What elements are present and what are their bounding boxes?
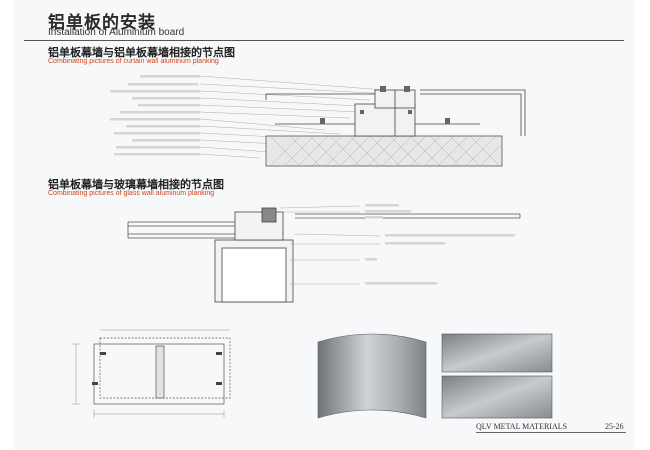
page-numbers: 25-26 [605,422,624,431]
aluminum-panel-profile [265,89,526,137]
flat-panels-photo [441,333,553,419]
title-divider [24,40,624,41]
page-title-en: Installation of Aluminium board [48,27,185,38]
panel-dimension-drawing [72,329,231,418]
callout-labels [110,75,200,156]
page-title-cn: 铝单板的安装 [48,13,156,33]
glass-callout-labels [365,204,515,285]
aluminum-mullion [214,207,294,303]
dimension-lines [72,329,230,418]
corner-brackets [92,352,222,385]
section1-title-cn: 铝单板幕墙与铝单板幕墙相接的节点图 [48,46,235,59]
concrete-hatch [269,135,503,167]
curved-panel-photo [317,333,427,419]
curtain-wall-joint-drawing [110,75,526,167]
footer-brand: QLV METAL MATERIALS [476,422,568,431]
section2-title-en: Combinating pictures of glass wall alumi… [48,190,215,197]
section2-title-cn: 铝单板幕墙与玻璃幕墙相接的节点图 [48,178,224,191]
glass-leader-lines [279,205,381,285]
footer-divider [476,432,626,433]
glass-wall-joint-drawing [127,204,521,303]
leader-lines [199,75,391,159]
fastener-bolts [320,86,450,124]
section1-title-en: Combinating pictures of curtain wall alu… [48,58,219,65]
panel-outline [93,337,231,405]
concrete-slab [265,135,503,167]
